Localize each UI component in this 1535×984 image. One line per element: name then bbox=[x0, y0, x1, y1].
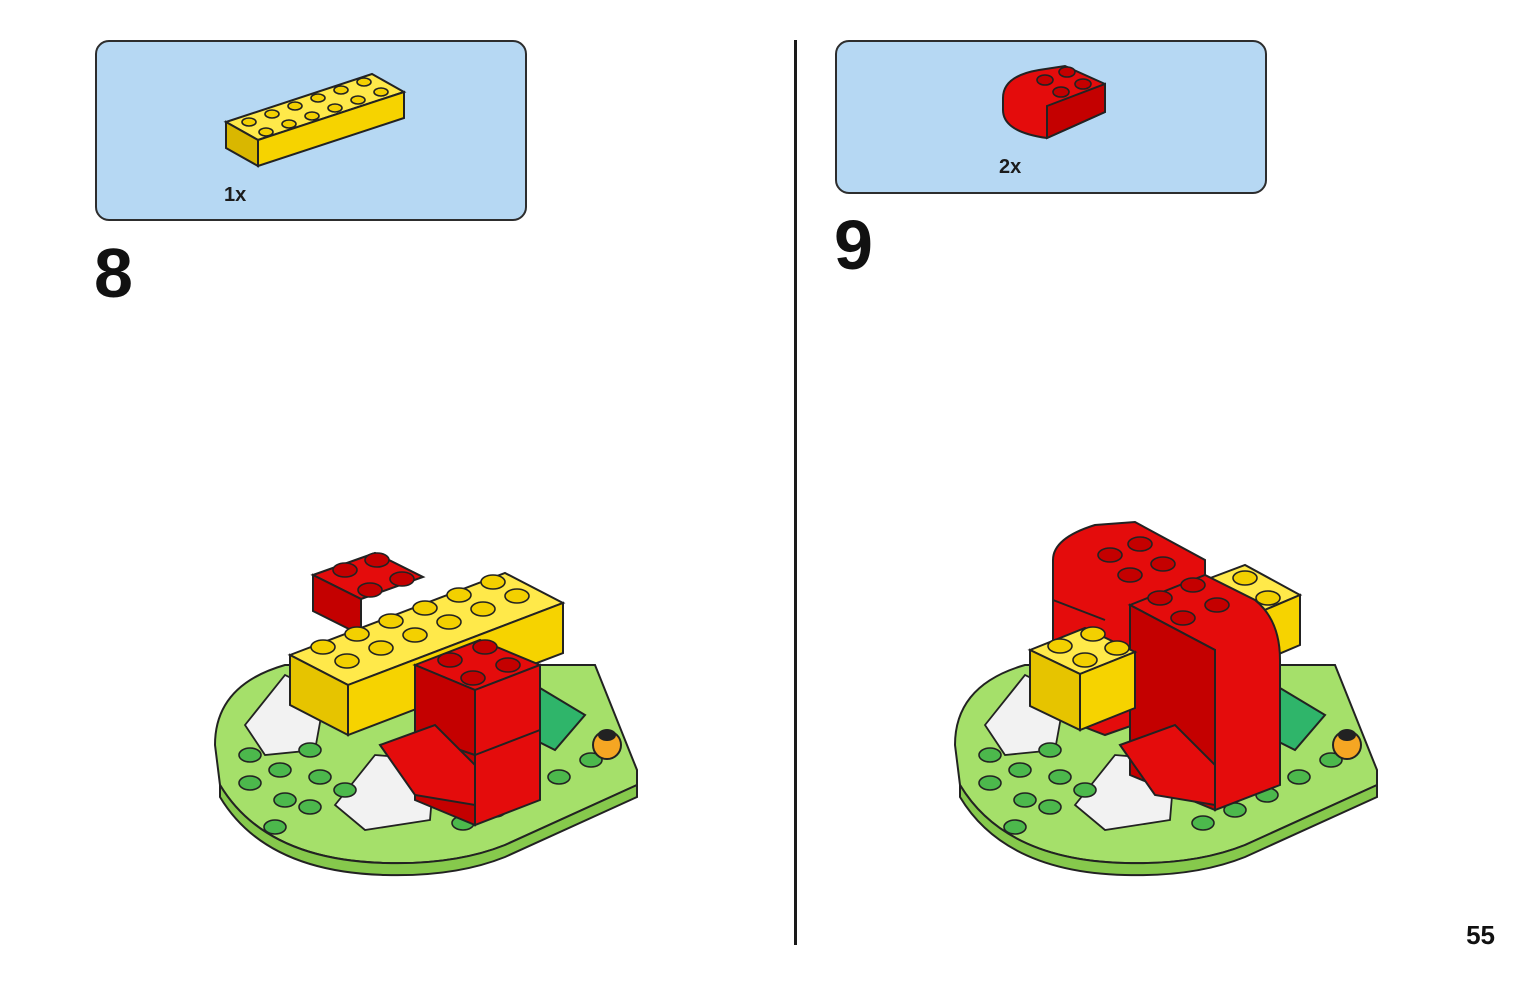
parts-callout-step-9: 2x bbox=[835, 40, 1267, 194]
page-number: 55 bbox=[1466, 920, 1495, 950]
page-divider bbox=[794, 40, 797, 945]
part-quantity: 2x bbox=[999, 156, 1022, 178]
red-curved-brick-icon bbox=[1002, 64, 1106, 140]
model-illustration-step-9 bbox=[953, 520, 1378, 877]
step-number: 9 bbox=[834, 206, 873, 284]
parts-callout-step-8: 1x bbox=[95, 40, 527, 221]
yellow-brick-icon bbox=[223, 72, 407, 168]
model-illustration-step-8 bbox=[213, 551, 638, 877]
step-number: 8 bbox=[94, 234, 133, 312]
part-quantity: 1x bbox=[224, 184, 247, 206]
